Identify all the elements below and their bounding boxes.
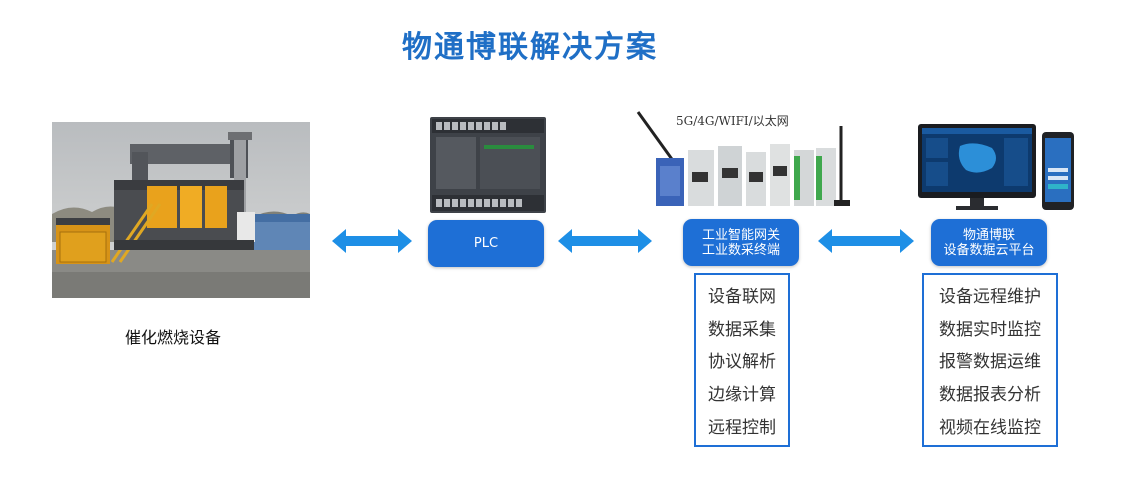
plc-label: PLC	[473, 236, 499, 251]
gateway-label-line-1: 工业智能网关	[701, 227, 780, 243]
cloud-label-line-1: 物通博联	[962, 227, 1015, 243]
list-item: 数据采集	[708, 319, 776, 340]
equipment-photo	[52, 122, 310, 298]
list-item: 协议解析	[708, 352, 776, 373]
list-item: 视频在线监控	[939, 418, 1041, 439]
cloud-platform-image	[918, 124, 1074, 210]
gateway-feature-list: 设备联网 数据采集 协议解析 边缘计算 远程控制	[694, 273, 790, 447]
equipment-caption: 催化燃烧设备	[124, 328, 221, 347]
list-item: 数据报表分析	[939, 385, 1041, 406]
list-item: 边缘计算	[708, 385, 776, 406]
bidirectional-arrow-1	[332, 229, 412, 253]
cloud-label-line-2: 设备数据云平台	[943, 242, 1035, 258]
bidirectional-arrow-3	[818, 229, 914, 253]
plc-image	[430, 117, 546, 213]
gateway-devices-image	[636, 111, 850, 206]
cloud-feature-list: 设备远程维护 数据实时监控 报警数据运维 数据报表分析 视频在线监控	[922, 273, 1058, 447]
list-item: 设备联网	[708, 286, 776, 307]
gateway-label-line-2: 工业数采终端	[701, 242, 780, 258]
list-item: 报警数据运维	[939, 352, 1041, 373]
gateway-box: 工业智能网关 工业数采终端	[683, 219, 799, 266]
page-title: 物通博联解决方案	[402, 30, 658, 65]
cloud-platform-box: 物通博联 设备数据云平台	[931, 219, 1047, 266]
plc-box: PLC	[428, 220, 544, 267]
list-item: 远程控制	[708, 418, 776, 439]
list-item: 设备远程维护	[939, 286, 1041, 307]
bidirectional-arrow-2	[558, 229, 652, 253]
network-label: 5G/4G/WIFI/以太网	[676, 114, 789, 128]
list-item: 数据实时监控	[939, 319, 1041, 340]
